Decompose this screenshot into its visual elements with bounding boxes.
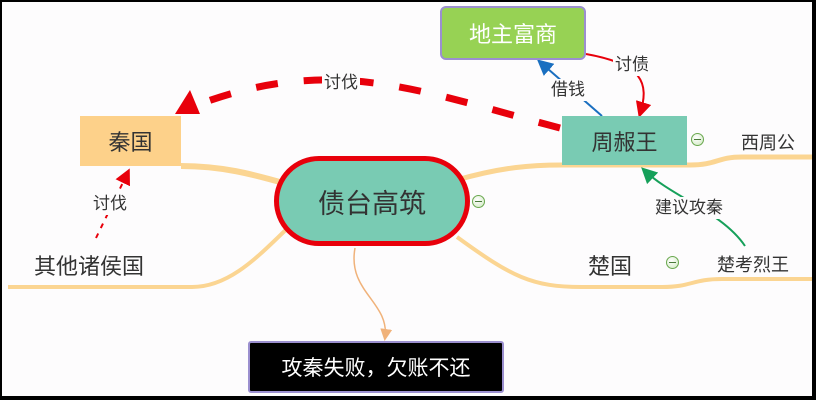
- central-topic[interactable]: 债台高筑: [274, 156, 470, 246]
- node-chu-king[interactable]: 楚考烈王: [717, 255, 789, 276]
- node-outcome[interactable]: 攻秦失败，欠账不还: [248, 341, 504, 393]
- node-landlords-label: 地主富商: [468, 23, 557, 48]
- relation-label-collect-debt: 讨债: [613, 54, 651, 76]
- collapse-central-icon[interactable]: [472, 195, 485, 208]
- node-zhou-nan-wang[interactable]: 周赧王: [562, 116, 687, 165]
- mind-map-canvas: 债台高筑 秦国 周赧王 地主富商 攻秦失败，欠账不还 其他诸侯国 楚国 西周公 …: [2, 2, 812, 396]
- arrowhead-attack-qin: [175, 90, 200, 114]
- node-landlords[interactable]: 地主富商: [440, 6, 586, 60]
- node-other-states[interactable]: 其他诸侯国: [34, 255, 145, 280]
- node-western-zhou[interactable]: 西周公: [741, 133, 795, 154]
- relation-label-attack-qin: 讨伐: [322, 72, 360, 94]
- branch-zhou: [456, 154, 812, 183]
- collapse-chu-icon[interactable]: [666, 256, 679, 269]
- branch-qin: [180, 163, 288, 187]
- connections: [8, 53, 812, 341]
- node-qin[interactable]: 秦国: [80, 116, 181, 166]
- relation-label-borrow: 借钱: [549, 79, 587, 101]
- central-topic-label: 债台高筑: [318, 188, 426, 220]
- relation-label-suggest: 建议攻秦: [653, 197, 725, 219]
- branch-chu: [455, 235, 812, 289]
- collapse-zhou-icon[interactable]: [691, 133, 704, 146]
- branch-other-states: [8, 222, 294, 289]
- arrow-attack-qin: [190, 76, 561, 132]
- arrow-outcome: [353, 247, 393, 341]
- node-zhou-nan-wang-label: 周赧王: [591, 130, 658, 156]
- node-qin-label: 秦国: [108, 131, 153, 156]
- relation-label-others-attack: 讨伐: [91, 193, 129, 215]
- node-chu[interactable]: 楚国: [588, 255, 633, 280]
- node-outcome-label: 攻秦失败，欠账不还: [281, 356, 471, 380]
